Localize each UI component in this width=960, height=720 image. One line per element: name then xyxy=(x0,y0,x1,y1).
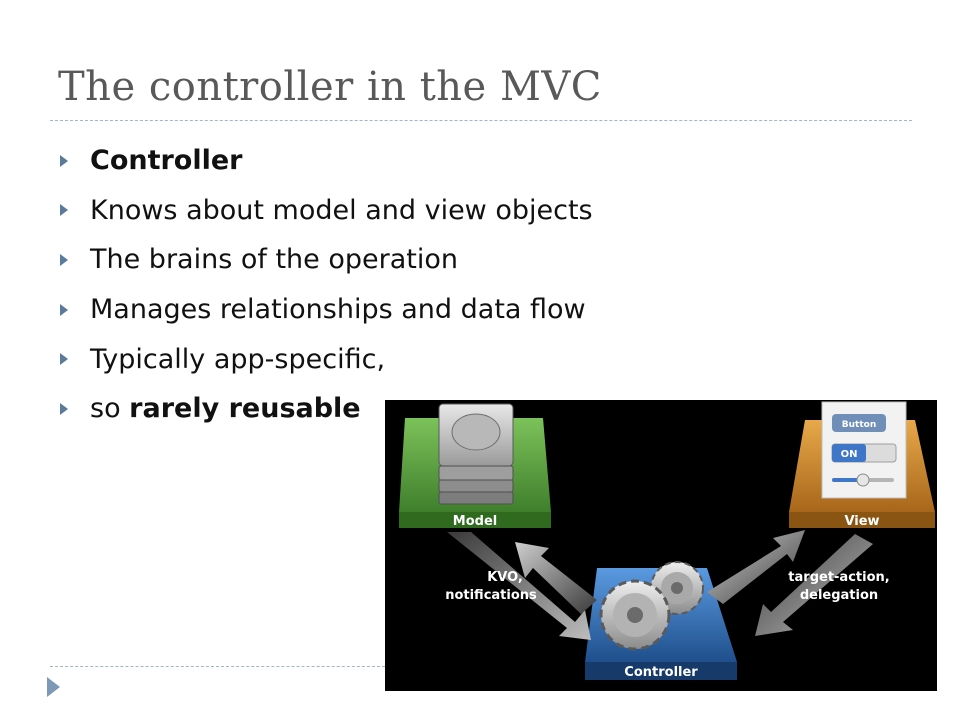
bullet-item: Controller xyxy=(58,136,593,186)
bullet-item: Typically app-specific, xyxy=(58,334,593,384)
bullet-arrow-icon xyxy=(60,402,68,415)
delegation-label: delegation xyxy=(800,588,878,603)
bullet-item: Knows about model and view objects xyxy=(58,186,593,236)
bullet-item: Manages relationships and data flow xyxy=(58,285,593,335)
controller-block: Controller xyxy=(585,561,737,680)
bullet-text: Manages relationships and data flow xyxy=(90,294,586,325)
bullet-text: Typically app-specific, xyxy=(90,344,385,375)
mvc-diagram: Model Button ON View xyxy=(385,400,937,691)
controller-label: Controller xyxy=(624,665,698,680)
bullet-text-segment: Controller xyxy=(90,145,243,177)
footer-divider xyxy=(50,666,385,667)
slide-title: The controller in the MVC xyxy=(58,64,602,110)
gears-icon xyxy=(599,561,704,651)
bullet-item: The brains of the operation xyxy=(58,235,593,285)
bullet-text-segment: so xyxy=(90,393,130,425)
bullet-arrow-icon xyxy=(60,353,68,366)
server-icon xyxy=(438,403,514,505)
bullet-text: The brains of the operation xyxy=(90,244,458,275)
notifications-label: notifications xyxy=(445,588,537,603)
arrow-controller-to-view xyxy=(707,530,805,604)
ui-controls-icon: Button ON xyxy=(821,401,907,499)
view-toggle-label: ON xyxy=(841,449,858,460)
arrow-model-to-controller xyxy=(447,532,591,640)
footer-arrow-icon xyxy=(47,677,60,697)
view-button-label: Button xyxy=(842,420,876,430)
bullet-text-segment: Knows about model and view objects xyxy=(90,194,593,226)
bullet-arrow-icon xyxy=(60,303,68,316)
model-block: Model xyxy=(399,403,551,529)
bullet-text: Controller xyxy=(90,145,243,176)
model-label: Model xyxy=(453,514,497,529)
title-divider xyxy=(50,120,912,121)
arrow-view-to-controller xyxy=(755,534,873,636)
bullet-text: Knows about model and view objects xyxy=(90,195,593,226)
bullet-arrow-icon xyxy=(60,204,68,217)
bullet-text-segment: rarely reusable xyxy=(129,393,361,425)
bullet-text-segment: The brains of the operation xyxy=(90,244,458,276)
arrow-controller-to-model xyxy=(515,542,597,614)
view-block: Button ON View xyxy=(789,401,935,529)
bullet-arrow-icon xyxy=(60,253,68,266)
bullet-text-segment: Manages relationships and data flow xyxy=(90,294,586,326)
bullet-text: so rarely reusable xyxy=(90,393,361,424)
view-label: View xyxy=(844,514,879,529)
kvo-label: KVO, xyxy=(487,570,523,585)
target-action-label: target-action, xyxy=(788,570,889,585)
bullet-item: so rarely reusable xyxy=(58,384,593,434)
bullet-list: Controller Knows about model and view ob… xyxy=(58,136,593,434)
bullet-text-segment: Typically app-specific, xyxy=(90,343,386,375)
bullet-arrow-icon xyxy=(60,154,68,167)
